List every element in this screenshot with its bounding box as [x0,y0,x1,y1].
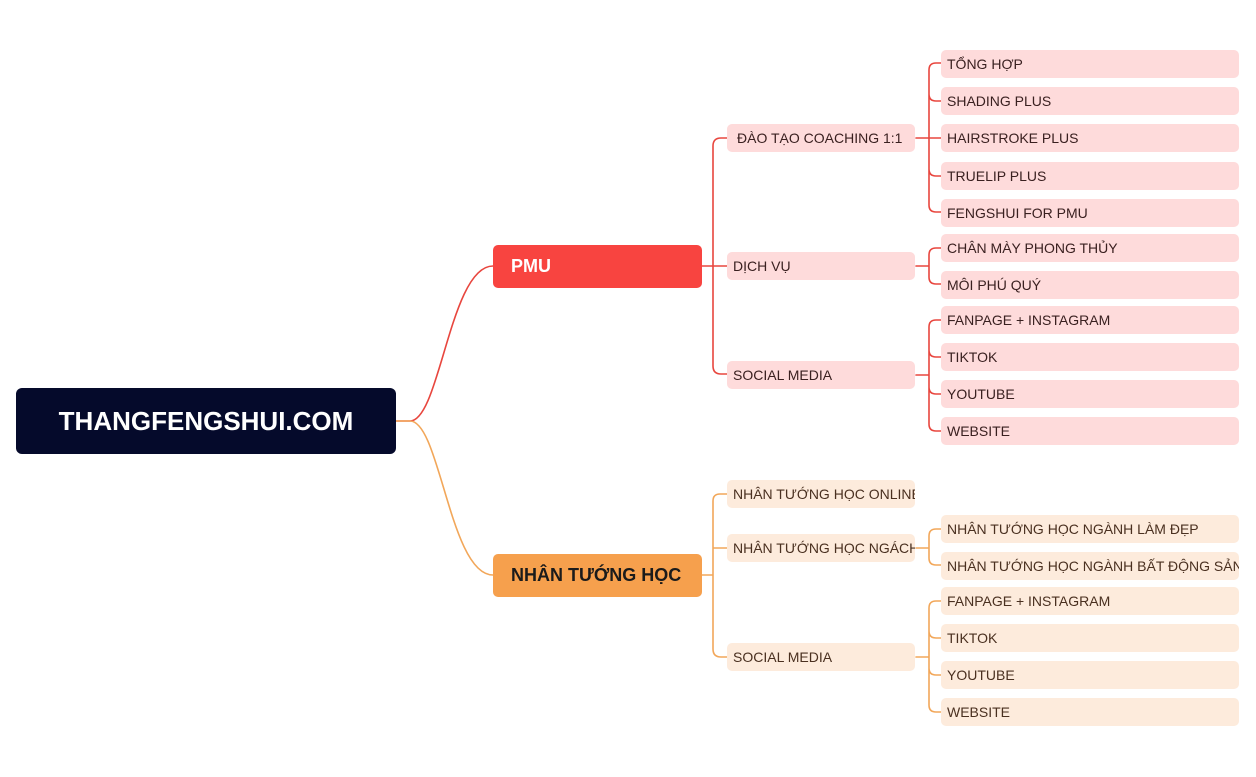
link-nth-social-leaves [915,600,942,713]
link-daotao-leaves [915,62,942,213]
branch-pmu[interactable]: PMU [493,245,702,288]
leaf-nth-website[interactable]: WEBSITE [941,698,1239,726]
topic-nth-online[interactable]: NHÂN TƯỚNG HỌC ONLINE [727,480,915,508]
leaf-truelip-plus[interactable]: TRUELIP PLUS [941,162,1239,190]
leaf-pmu-fanpage-instagram[interactable]: FANPAGE + INSTAGRAM [941,306,1239,334]
link-nganh-leaves [915,528,942,566]
leaf-pmu-website[interactable]: WEBSITE [941,417,1239,445]
branch-nhan-tuong-hoc[interactable]: NHÂN TƯỚNG HỌC [493,554,702,597]
leaf-nth-tiktok[interactable]: TIKTOK [941,624,1239,652]
leaf-nth-nganh-lam-dep[interactable]: NHÂN TƯỚNG HỌC NGÀNH LÀM ĐẸP [941,515,1239,543]
topic-pmu-social-media[interactable]: SOCIAL MEDIA [727,361,915,389]
topic-dich-vu[interactable]: DỊCH VỤ [727,252,915,280]
leaf-nth-youtube[interactable]: YOUTUBE [941,661,1239,689]
root-node[interactable]: THANGFENGSHUI.COM [16,388,396,454]
leaf-pmu-tiktok[interactable]: TIKTOK [941,343,1239,371]
leaf-shading-plus[interactable]: SHADING PLUS [941,87,1239,115]
link-root-nth [395,420,494,576]
link-pmu-social-leaves [915,319,942,432]
leaf-fengshui-for-pmu[interactable]: FENGSHUI FOR PMU [941,199,1239,227]
leaf-nth-fanpage-instagram[interactable]: FANPAGE + INSTAGRAM [941,587,1239,615]
leaf-pmu-youtube[interactable]: YOUTUBE [941,380,1239,408]
topic-nth-social-media[interactable]: SOCIAL MEDIA [727,643,915,671]
leaf-tong-hop[interactable]: TỔNG HỢP [941,50,1239,78]
topic-dao-tao-coaching[interactable]: ĐÀO TẠO COACHING 1:1 [727,124,915,152]
link-pmu-children [701,137,728,375]
leaf-hairstroke-plus[interactable]: HAIRSTROKE PLUS [941,124,1239,152]
leaf-moi-phu-quy[interactable]: MÔI PHÚ QUÝ [941,271,1239,299]
leaf-chan-may-phong-thuy[interactable]: CHÂN MÀY PHONG THỦY [941,234,1239,262]
link-dichvu-leaves [915,247,942,285]
leaf-nth-nganh-bat-dong-san[interactable]: NHÂN TƯỚNG HỌC NGÀNH BẤT ĐỘNG SẢN [941,552,1239,580]
link-nth-children [701,493,728,658]
link-root-pmu [395,265,494,422]
topic-nth-ngach[interactable]: NHÂN TƯỚNG HỌC NGÁCH [727,534,915,562]
